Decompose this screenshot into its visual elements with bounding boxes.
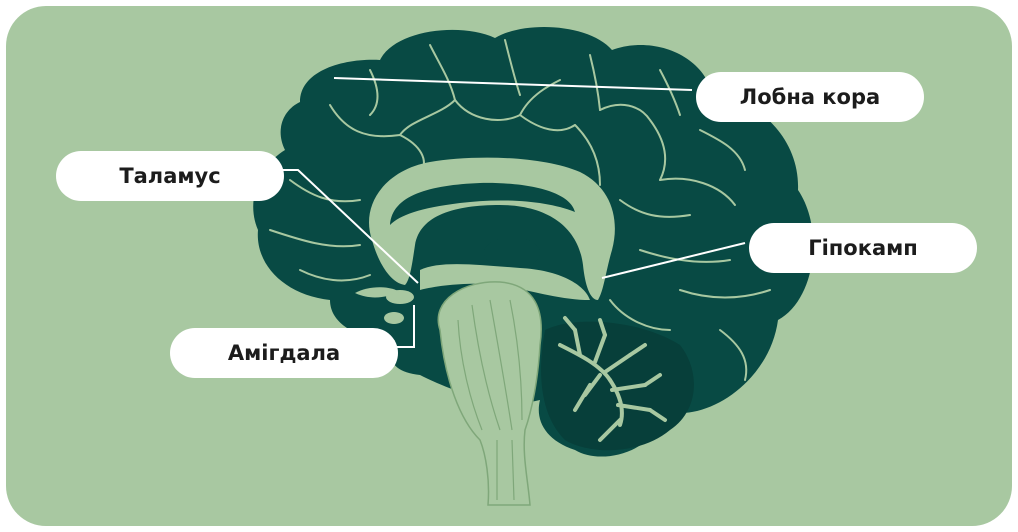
diagram-panel: Лобна кора Таламус Гіпокамп Амігдала <box>6 6 1012 526</box>
thalamus-text: Таламус <box>119 164 220 188</box>
label-hippocampus: Гіпокамп <box>749 223 977 273</box>
amygdala-text: Амігдала <box>228 341 340 365</box>
frontal-cortex-text: Лобна кора <box>740 85 880 109</box>
hippocampus-text: Гіпокамп <box>808 236 918 260</box>
label-frontal-cortex: Лобна кора <box>696 72 924 122</box>
label-amygdala: Амігдала <box>170 328 398 378</box>
thalamus-oval <box>484 237 540 269</box>
label-thalamus: Таламус <box>56 151 284 201</box>
